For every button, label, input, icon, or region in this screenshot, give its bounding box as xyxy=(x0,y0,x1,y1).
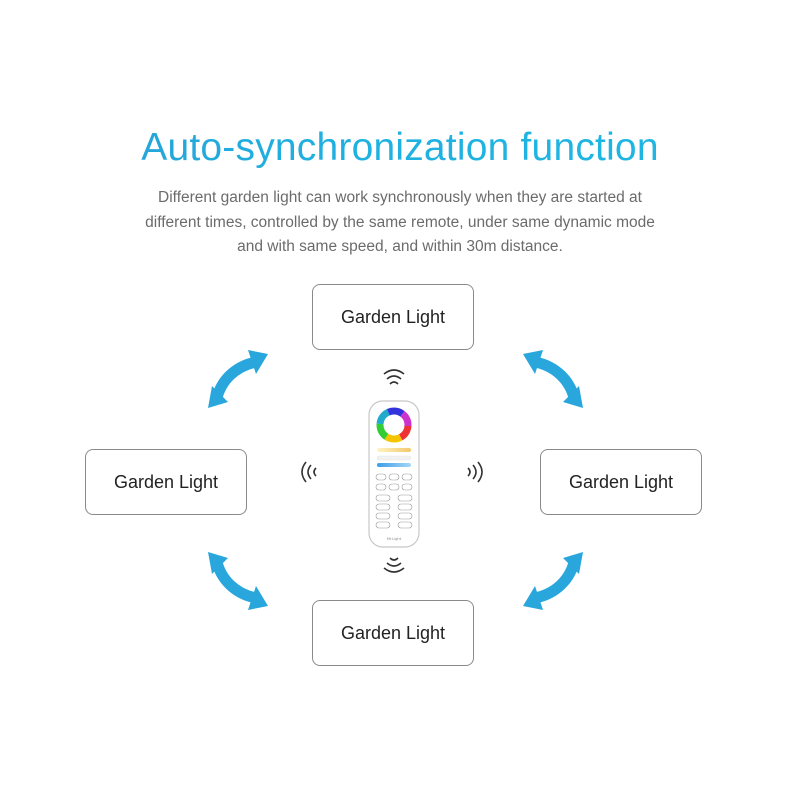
sync-arrow-bottom-left-icon xyxy=(208,552,268,610)
garden-light-left: Garden Light xyxy=(85,449,247,515)
remote-brand: Mi·Light xyxy=(387,537,402,541)
garden-light-right: Garden Light xyxy=(540,449,702,515)
remote-control-icon: Mi·Light xyxy=(368,400,420,548)
sync-arrow-bottom-right-icon xyxy=(523,552,583,610)
signal-wave-left-icon xyxy=(301,461,317,483)
description-line: Different garden light can work synchron… xyxy=(158,189,642,206)
signal-wave-right-icon xyxy=(467,461,483,483)
description-line: different times, controlled by the same … xyxy=(145,213,655,231)
garden-light-top: Garden Light xyxy=(312,284,474,350)
signal-wave-bottom-icon xyxy=(383,557,405,573)
page-title: Auto-synchronization function xyxy=(0,126,800,170)
description-line: and with same speed, and within 30m dist… xyxy=(237,238,563,255)
garden-light-bottom: Garden Light xyxy=(312,600,474,666)
description: Different garden light can work synchron… xyxy=(120,186,680,260)
sync-arrow-top-left-icon xyxy=(208,350,268,408)
sync-arrow-top-right-icon xyxy=(523,350,583,408)
signal-wave-top-icon xyxy=(383,369,405,385)
